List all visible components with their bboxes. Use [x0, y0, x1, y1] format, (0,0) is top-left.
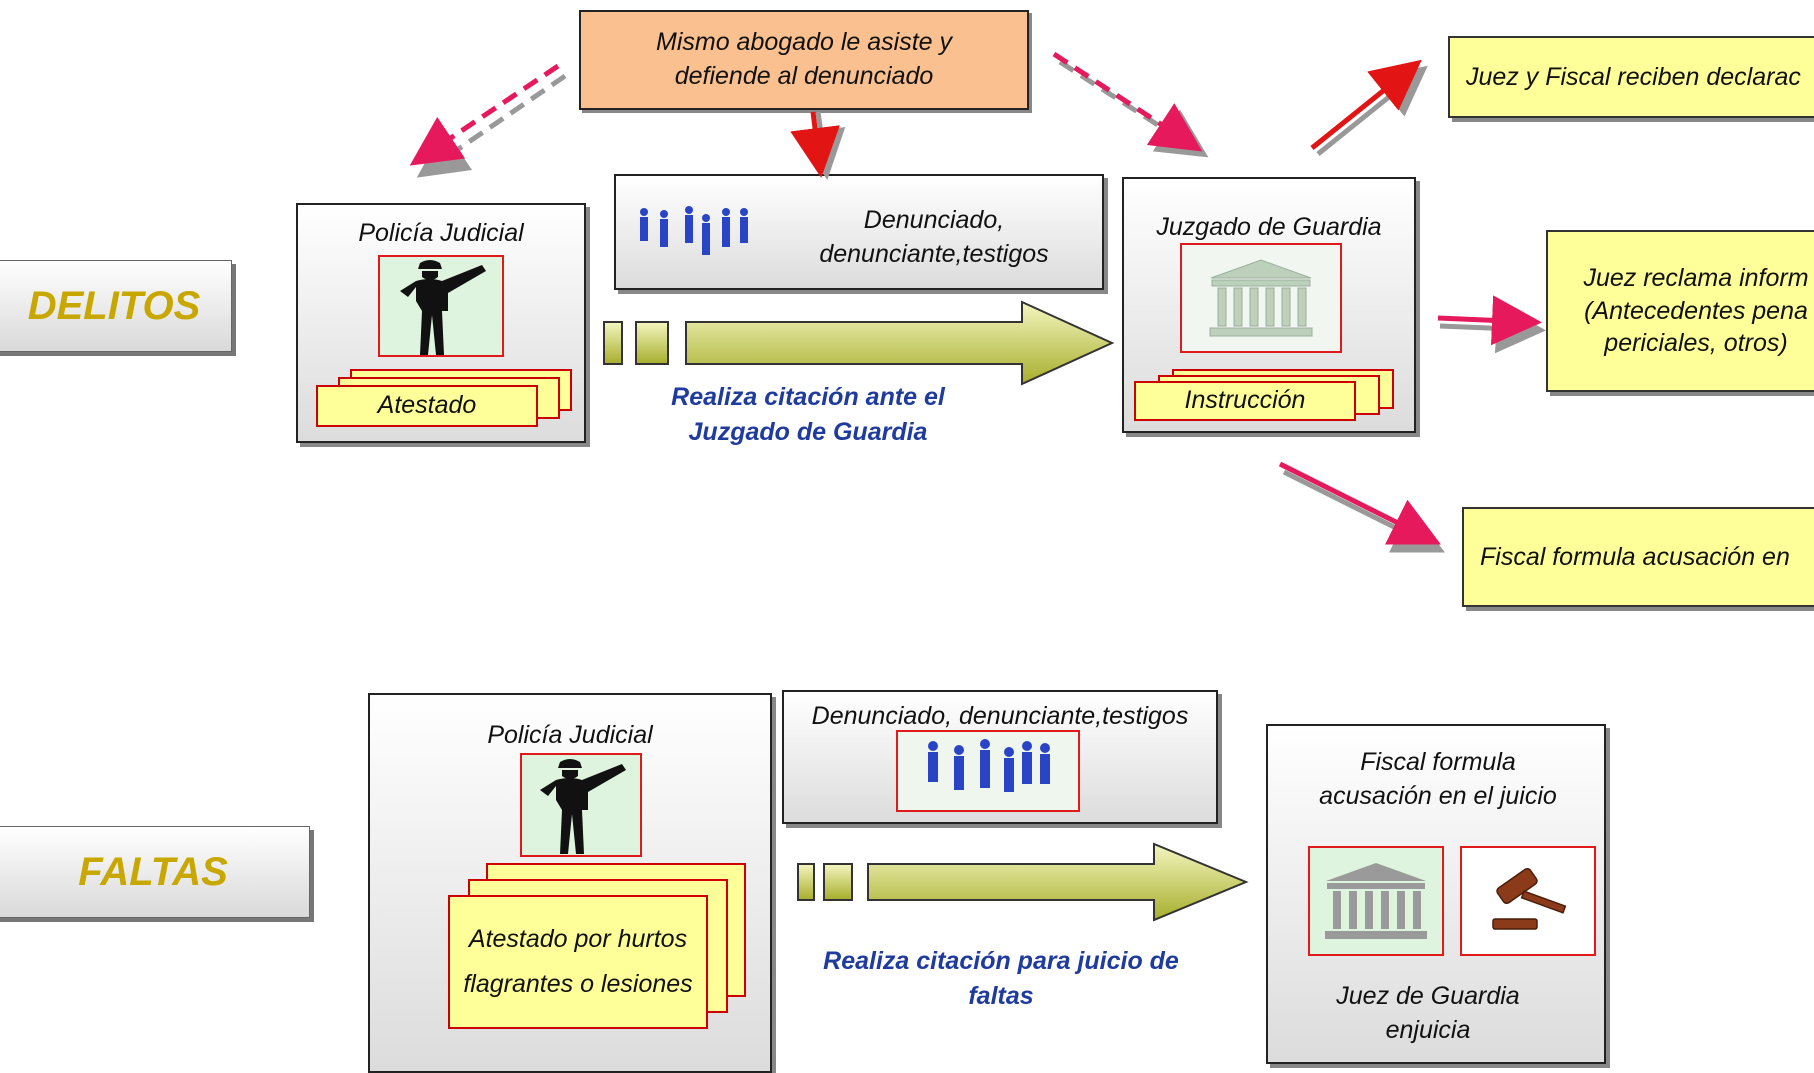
- outcome-accusation: Fiscal formula acusación en: [1462, 507, 1814, 607]
- outcome-declaration-text: Juez y Fiscal reciben declarac: [1466, 62, 1801, 91]
- faltas-atestado-label: Atestado por hurtos flagrantes o lesione…: [463, 925, 693, 998]
- faltas-police-panel: Policía Judicial Atestado por hurtos fla…: [368, 693, 772, 1073]
- gavel-image: [1460, 846, 1596, 956]
- outcome-reports: Juez reclama inform (Antecedentes pena p…: [1546, 230, 1814, 392]
- dashed-arrow-court: [1052, 51, 1203, 152]
- faltas-court-footer: Juez de Guardia enjuicia: [1336, 982, 1520, 1044]
- police-officer-image: [378, 255, 504, 357]
- people-panel: Denunciado, denunciante,testigos: [614, 174, 1104, 290]
- faltas-citation-arrow: [797, 842, 1249, 922]
- outcome-declaration: Juez y Fiscal reciben declarac: [1448, 36, 1814, 118]
- arrow-to-reports: [1437, 295, 1542, 346]
- arrow-to-people: [790, 111, 840, 178]
- faltas-police-officer-image: [520, 753, 642, 857]
- gavel-icon: [1492, 867, 1567, 930]
- atestado-doc: Atestado: [316, 385, 538, 427]
- atestado-label: Atestado: [377, 391, 477, 420]
- faltas-people-panel: Denunciado, denunciante,testigos: [782, 690, 1218, 824]
- outcome-reports-text: Juez reclama inform (Antecedentes pena p…: [1583, 264, 1809, 358]
- outcome-accusation-text: Fiscal formula acusación en: [1480, 542, 1790, 571]
- citation-arrow: [603, 300, 1115, 386]
- instruccion-label: Instrucción: [1184, 386, 1306, 415]
- dashed-arrow-police: [409, 63, 560, 166]
- police-panel: Policía Judicial Atestado: [296, 203, 586, 443]
- faltas-atestado-doc: Atestado por hurtos flagrantes o lesione…: [448, 895, 708, 1029]
- lawyer-note-text: Mismo abogado le asiste y defiende al de…: [656, 28, 952, 90]
- faltas-people-image: [896, 730, 1080, 812]
- people-group-icon: [640, 206, 748, 255]
- faltas-court-panel: Fiscal formula acusación en el juicio Ju…: [1266, 724, 1606, 1064]
- citation-text: Realiza citación ante el Juzgado de Guar…: [671, 383, 945, 446]
- courthouse-icon: [1209, 259, 1313, 337]
- faltas-police-officer-icon: [540, 759, 626, 854]
- delitos-connectors: [409, 51, 1546, 553]
- faltas-police-title: Policía Judicial: [487, 721, 653, 749]
- faltas-people-group-icon: [928, 739, 1050, 792]
- court-panel: Juzgado de Guardia Instrucción: [1122, 177, 1416, 433]
- police-officer-icon: [400, 260, 486, 355]
- police-title: Policía Judicial: [358, 219, 524, 247]
- faltas-courthouse-image: [1308, 846, 1444, 956]
- court-title: Juzgado de Guardia: [1156, 213, 1382, 241]
- arrow-to-declaration: [1310, 59, 1422, 150]
- faltas-courthouse-icon: [1325, 863, 1427, 939]
- instruccion-doc: Instrucción: [1134, 381, 1356, 421]
- dashed-arrow-police-shadow: [416, 73, 567, 178]
- people-text: Denunciado, denunciante,testigos: [819, 206, 1049, 268]
- lawyer-note-box: Mismo abogado le asiste y defiende al de…: [579, 10, 1029, 110]
- faltas-citation-text: Realiza citación para juicio de faltas: [823, 947, 1179, 1010]
- delitos-label: DELITOS: [0, 260, 232, 352]
- courthouse-image: [1180, 243, 1342, 353]
- arrow-to-accusation: [1278, 461, 1441, 545]
- faltas-court-title: Fiscal formula acusación en el juicio: [1319, 748, 1557, 810]
- faltas-label: FALTAS: [0, 826, 310, 918]
- faltas-people-text: Denunciado, denunciante,testigos: [811, 702, 1189, 730]
